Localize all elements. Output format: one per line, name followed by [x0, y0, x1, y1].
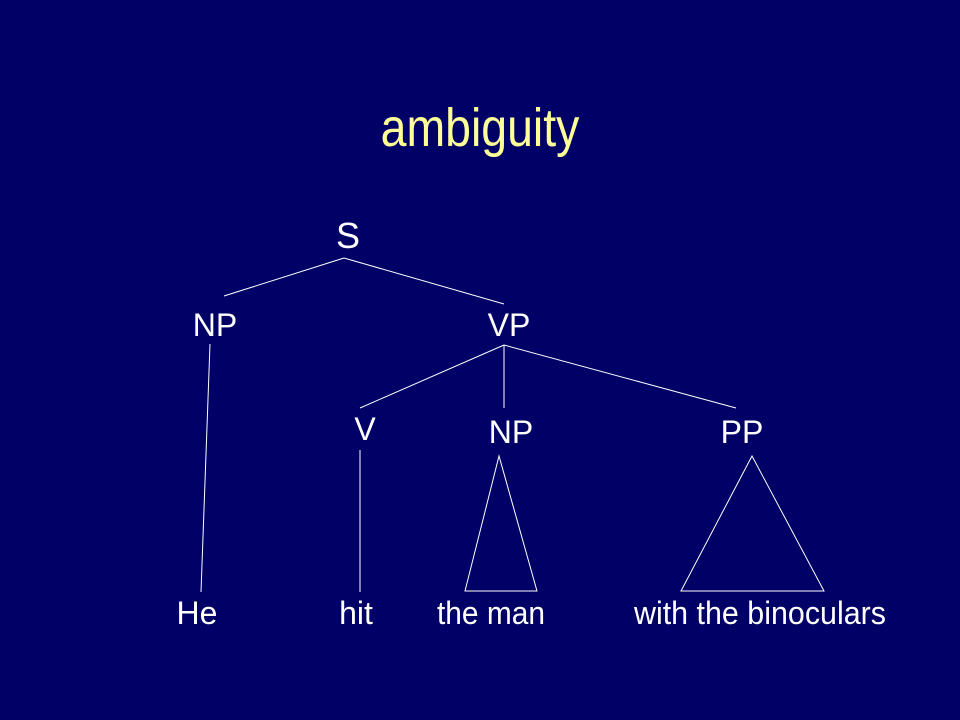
slide-title: ambiguity	[380, 98, 580, 158]
leaf-hit: hit	[339, 595, 373, 631]
node-pp: PP	[721, 414, 764, 450]
node-vp: VP	[488, 307, 531, 343]
leaf-the-man: the man	[437, 595, 545, 631]
node-s: S	[336, 215, 360, 256]
edge-np-he	[200, 343, 211, 593]
leaf-with-the-binoculars: with the binoculars	[633, 595, 886, 631]
node-np-subject: NP	[193, 307, 237, 343]
triangle-pp-with-the-binoculars	[680, 454, 825, 592]
node-np-object: NP	[489, 414, 533, 450]
edge-s-np	[223, 257, 345, 297]
triangle-np-the-man	[464, 454, 538, 592]
edge-vp-pp	[503, 344, 737, 409]
edge-s-vp	[343, 257, 505, 305]
edge-vp-v	[359, 344, 505, 409]
node-v: V	[354, 411, 376, 447]
leaf-he: He	[177, 595, 218, 631]
